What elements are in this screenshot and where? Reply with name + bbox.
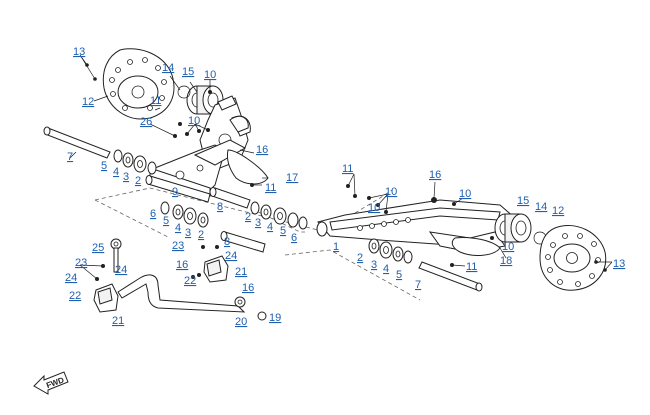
callout-5: 5 bbox=[101, 160, 107, 172]
bushing-set-middle-left bbox=[160, 201, 209, 228]
callout-11: 11 bbox=[150, 95, 161, 107]
spacer-tube-9 bbox=[145, 175, 211, 203]
bushing-set-middle-right bbox=[250, 201, 308, 230]
callout-7: 7 bbox=[67, 151, 73, 163]
callout-16: 16 bbox=[256, 144, 268, 156]
callout-23: 23 bbox=[75, 257, 87, 269]
brake-disc-left bbox=[102, 48, 175, 120]
spacer-tube-8-lower bbox=[220, 231, 266, 253]
callout-1: 1 bbox=[333, 241, 339, 253]
callout-22: 22 bbox=[69, 290, 81, 302]
callout-11: 11 bbox=[342, 163, 353, 175]
pivot-shaft-left bbox=[43, 126, 111, 159]
callout-13: 13 bbox=[73, 46, 85, 58]
callout-18: 18 bbox=[500, 255, 512, 267]
callout-10: 10 bbox=[188, 115, 200, 127]
callout-15: 15 bbox=[182, 66, 194, 78]
callout-11: 11 bbox=[466, 261, 477, 273]
callout-21: 21 bbox=[112, 315, 124, 327]
callout-12: 12 bbox=[552, 205, 564, 217]
circlip-left bbox=[177, 85, 191, 99]
callout-23: 23 bbox=[172, 240, 184, 252]
callout-3: 3 bbox=[371, 259, 377, 271]
callout-3: 3 bbox=[255, 217, 261, 229]
callout-22: 22 bbox=[184, 275, 196, 287]
callout-4: 4 bbox=[267, 221, 273, 233]
callout-16: 16 bbox=[429, 169, 441, 181]
callout-7: 7 bbox=[415, 279, 421, 291]
callout-10: 10 bbox=[204, 69, 216, 81]
callout-2: 2 bbox=[245, 211, 251, 223]
callout-10: 10 bbox=[385, 186, 397, 198]
callout-labels: 13 12 14 15 10 11 26 10 16 17 11 7 5 4 3… bbox=[65, 46, 625, 328]
fwd-label: FWD bbox=[45, 375, 65, 390]
callout-8: 8 bbox=[217, 201, 223, 213]
callout-10: 10 bbox=[502, 241, 514, 253]
callout-16: 16 bbox=[176, 259, 188, 271]
leader-lines bbox=[69, 54, 613, 280]
guard-plate-right bbox=[451, 237, 501, 256]
callout-20: 20 bbox=[235, 316, 247, 328]
callout-5: 5 bbox=[163, 215, 169, 227]
stabilizer-bracket-left bbox=[93, 283, 119, 313]
callout-8: 8 bbox=[224, 236, 230, 248]
callout-6: 6 bbox=[150, 208, 156, 220]
bushing-set-right-lower bbox=[368, 238, 413, 264]
callout-3: 3 bbox=[185, 227, 191, 239]
brake-disc-right bbox=[539, 224, 607, 291]
callout-17: 17 bbox=[286, 172, 298, 184]
callout-5: 5 bbox=[280, 225, 286, 237]
callout-12: 12 bbox=[82, 96, 94, 108]
bushing-set-left-upper bbox=[113, 149, 157, 175]
callout-5: 5 bbox=[396, 269, 402, 281]
stabilizer-link-left bbox=[110, 238, 122, 273]
callout-4: 4 bbox=[113, 166, 119, 178]
callout-3: 3 bbox=[123, 171, 129, 183]
stabilizer-bar bbox=[117, 274, 246, 313]
stabilizer-link-right bbox=[234, 296, 267, 321]
callout-13: 13 bbox=[613, 258, 625, 270]
callout-14: 14 bbox=[535, 201, 547, 213]
callout-9: 9 bbox=[172, 186, 178, 198]
callout-25: 25 bbox=[92, 242, 104, 254]
callout-19: 19 bbox=[269, 312, 281, 324]
callout-15: 15 bbox=[517, 195, 529, 207]
forward-direction-badge: FWD bbox=[33, 371, 69, 395]
hub-bearing-right bbox=[494, 213, 532, 243]
callout-4: 4 bbox=[175, 222, 181, 234]
callout-16: 16 bbox=[242, 282, 254, 294]
callout-2: 2 bbox=[135, 175, 141, 187]
callout-26: 26 bbox=[140, 116, 152, 128]
callout-24: 24 bbox=[225, 250, 237, 262]
callout-10: 10 bbox=[368, 202, 380, 214]
spacer-tube-8-upper bbox=[209, 187, 251, 209]
callout-2: 2 bbox=[198, 229, 204, 241]
callout-24: 24 bbox=[115, 264, 127, 276]
callout-24: 24 bbox=[65, 272, 77, 284]
callout-4: 4 bbox=[383, 263, 389, 275]
callout-11: 11 bbox=[265, 182, 276, 194]
callout-14: 14 bbox=[162, 62, 174, 74]
callout-10: 10 bbox=[459, 188, 471, 200]
callout-2: 2 bbox=[357, 252, 363, 264]
hub-bearing-left bbox=[186, 85, 224, 115]
pivot-shaft-right bbox=[418, 261, 483, 292]
callout-21: 21 bbox=[235, 266, 247, 278]
callout-6: 6 bbox=[291, 232, 297, 244]
stabilizer-bracket-right bbox=[203, 255, 229, 283]
